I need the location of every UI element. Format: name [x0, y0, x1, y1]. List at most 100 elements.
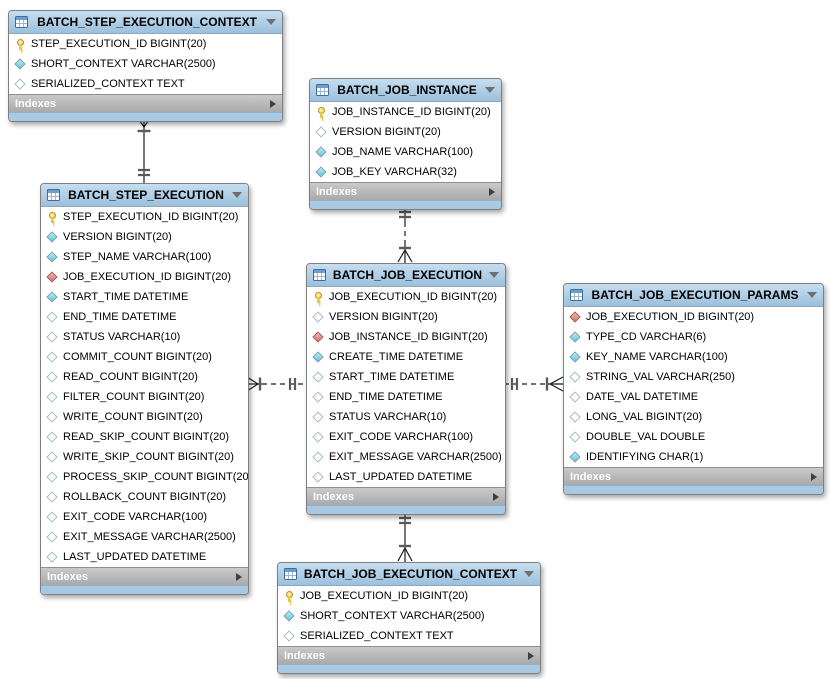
- indexes-bar[interactable]: Indexes: [307, 487, 505, 505]
- chevron-down-icon[interactable]: [266, 19, 276, 25]
- diamond-red-icon: [312, 331, 324, 343]
- column-row: JOB_INSTANCE_ID BIGINT(20): [307, 327, 505, 347]
- column-row: STATUS VARCHAR(10): [41, 327, 248, 347]
- relationship-line-job-execution-to-job-execution-context[interactable]: [397, 510, 413, 562]
- table-batch-job-execution-params[interactable]: BATCH_JOB_EXECUTION_PARAMS JOB_EXECUTION…: [563, 283, 824, 495]
- column-label: START_TIME DATETIME: [329, 371, 455, 383]
- table-icon: [313, 269, 326, 281]
- column-label: VERSION BIGINT(20): [332, 126, 441, 138]
- diamond-open-icon: [312, 371, 324, 383]
- table-title: BATCH_JOB_EXECUTION: [332, 268, 483, 282]
- table-bottom-strip: [278, 664, 540, 673]
- diamond-open-icon: [46, 531, 58, 543]
- column-label: SHORT_CONTEXT VARCHAR(2500): [31, 58, 216, 70]
- expand-right-icon[interactable]: [489, 187, 495, 196]
- column-row: END_TIME DATETIME: [307, 387, 505, 407]
- expand-right-icon[interactable]: [236, 572, 242, 581]
- diamond-open-icon: [315, 126, 327, 138]
- chevron-down-icon[interactable]: [489, 272, 499, 278]
- expand-right-icon[interactable]: [811, 472, 817, 481]
- indexes-label: Indexes: [15, 97, 56, 110]
- table-header[interactable]: BATCH_STEP_EXECUTION: [41, 184, 248, 207]
- table-header[interactable]: BATCH_JOB_INSTANCE: [310, 79, 501, 102]
- column-row: STEP_EXECUTION_ID BIGINT(20): [41, 207, 248, 227]
- indexes-bar[interactable]: Indexes: [564, 467, 823, 485]
- column-row: IDENTIFYING CHAR(1): [564, 447, 823, 467]
- key-icon: [14, 38, 26, 50]
- expand-right-icon[interactable]: [270, 99, 276, 108]
- column-label: TYPE_CD VARCHAR(6): [586, 331, 707, 343]
- column-label: JOB_EXECUTION_ID BIGINT(20): [300, 590, 469, 602]
- table-header[interactable]: BATCH_JOB_EXECUTION_PARAMS: [564, 284, 823, 307]
- column-row: CREATE_TIME DATETIME: [307, 347, 505, 367]
- indexes-label: Indexes: [570, 470, 611, 483]
- relationship-line-step-execution-context-to-step-execution[interactable]: [136, 116, 152, 183]
- expand-right-icon[interactable]: [493, 492, 499, 501]
- column-label: SHORT_CONTEXT VARCHAR(2500): [300, 610, 485, 622]
- column-label: END_TIME DATETIME: [63, 311, 177, 323]
- indexes-bar[interactable]: Indexes: [41, 567, 248, 585]
- diamond-open-icon: [312, 411, 324, 423]
- relationship-line-job-execution-to-job-execution-params[interactable]: [504, 376, 564, 392]
- column-row: FILTER_COUNT BIGINT(20): [41, 387, 248, 407]
- column-row: COMMIT_COUNT BIGINT(20): [41, 347, 248, 367]
- expand-right-icon[interactable]: [528, 651, 534, 660]
- column-row: WRITE_SKIP_COUNT BIGINT(20): [41, 447, 248, 467]
- column-label: JOB_EXECUTION_ID BIGINT(20): [586, 311, 755, 323]
- diamond-open-icon: [569, 371, 581, 383]
- table-batch-job-execution[interactable]: BATCH_JOB_EXECUTION JOB_EXECUTION_ID BIG…: [306, 263, 506, 515]
- indexes-bar[interactable]: Indexes: [9, 94, 282, 112]
- table-batch-step-execution[interactable]: BATCH_STEP_EXECUTION STEP_EXECUTION_ID B…: [40, 183, 249, 595]
- column-label: EXIT_MESSAGE VARCHAR(2500): [329, 451, 502, 463]
- indexes-bar[interactable]: Indexes: [310, 182, 501, 200]
- table-bottom-strip: [41, 585, 248, 594]
- indexes-label: Indexes: [47, 570, 88, 583]
- column-row: EXIT_MESSAGE VARCHAR(2500): [307, 447, 505, 467]
- column-row: READ_SKIP_COUNT BIGINT(20): [41, 427, 248, 447]
- indexes-bar[interactable]: Indexes: [278, 646, 540, 664]
- diamond-filled-icon: [315, 166, 327, 178]
- table-icon: [47, 189, 60, 201]
- diamond-filled-icon: [569, 351, 581, 363]
- column-row: STATUS VARCHAR(10): [307, 407, 505, 427]
- chevron-down-icon[interactable]: [524, 571, 534, 577]
- column-label: LONG_VAL BIGINT(20): [586, 411, 703, 423]
- diamond-open-icon: [14, 78, 26, 90]
- column-label: PROCESS_SKIP_COUNT BIGINT(20): [63, 471, 248, 483]
- chevron-down-icon[interactable]: [232, 192, 242, 198]
- table-batch-job-instance[interactable]: BATCH_JOB_INSTANCE JOB_INSTANCE_ID BIGIN…: [309, 78, 502, 210]
- column-label: READ_SKIP_COUNT BIGINT(20): [63, 431, 230, 443]
- table-batch-job-execution-context[interactable]: BATCH_JOB_EXECUTION_CONTEXT JOB_EXECUTIO…: [277, 562, 541, 674]
- diamond-open-icon: [46, 391, 58, 403]
- column-row: KEY_NAME VARCHAR(100): [564, 347, 823, 367]
- column-label: KEY_NAME VARCHAR(100): [586, 351, 728, 363]
- indexes-label: Indexes: [316, 185, 357, 198]
- column-label: JOB_KEY VARCHAR(32): [332, 166, 457, 178]
- column-row: JOB_EXECUTION_ID BIGINT(20): [278, 586, 540, 606]
- indexes-label: Indexes: [284, 649, 325, 662]
- table-header[interactable]: BATCH_JOB_EXECUTION: [307, 264, 505, 287]
- diamond-open-icon: [46, 351, 58, 363]
- relationship-line-job-instance-to-job-execution[interactable]: [397, 205, 413, 263]
- column-row: END_TIME DATETIME: [41, 307, 248, 327]
- column-label: READ_COUNT BIGINT(20): [63, 371, 198, 383]
- chevron-down-icon[interactable]: [807, 292, 817, 298]
- diamond-open-icon: [46, 331, 58, 343]
- table-header[interactable]: BATCH_STEP_EXECUTION_CONTEXT: [9, 11, 282, 34]
- diamond-filled-icon: [14, 58, 26, 70]
- table-title: BATCH_STEP_EXECUTION_CONTEXT: [37, 15, 257, 29]
- column-row: LONG_VAL BIGINT(20): [564, 407, 823, 427]
- relationship-line-step-execution-to-job-execution[interactable]: [246, 376, 306, 392]
- diamond-open-icon: [46, 371, 58, 383]
- diamond-open-icon: [46, 411, 58, 423]
- table-header[interactable]: BATCH_JOB_EXECUTION_CONTEXT: [278, 563, 540, 586]
- column-row: EXIT_CODE VARCHAR(100): [307, 427, 505, 447]
- column-row: JOB_EXECUTION_ID BIGINT(20): [307, 287, 505, 307]
- column-row: START_TIME DATETIME: [307, 367, 505, 387]
- chevron-down-icon[interactable]: [485, 87, 495, 93]
- column-row: DATE_VAL DATETIME: [564, 387, 823, 407]
- table-batch-step-execution-context[interactable]: BATCH_STEP_EXECUTION_CONTEXT STEP_EXECUT…: [8, 10, 283, 122]
- table-title: BATCH_JOB_EXECUTION_PARAMS: [591, 288, 799, 302]
